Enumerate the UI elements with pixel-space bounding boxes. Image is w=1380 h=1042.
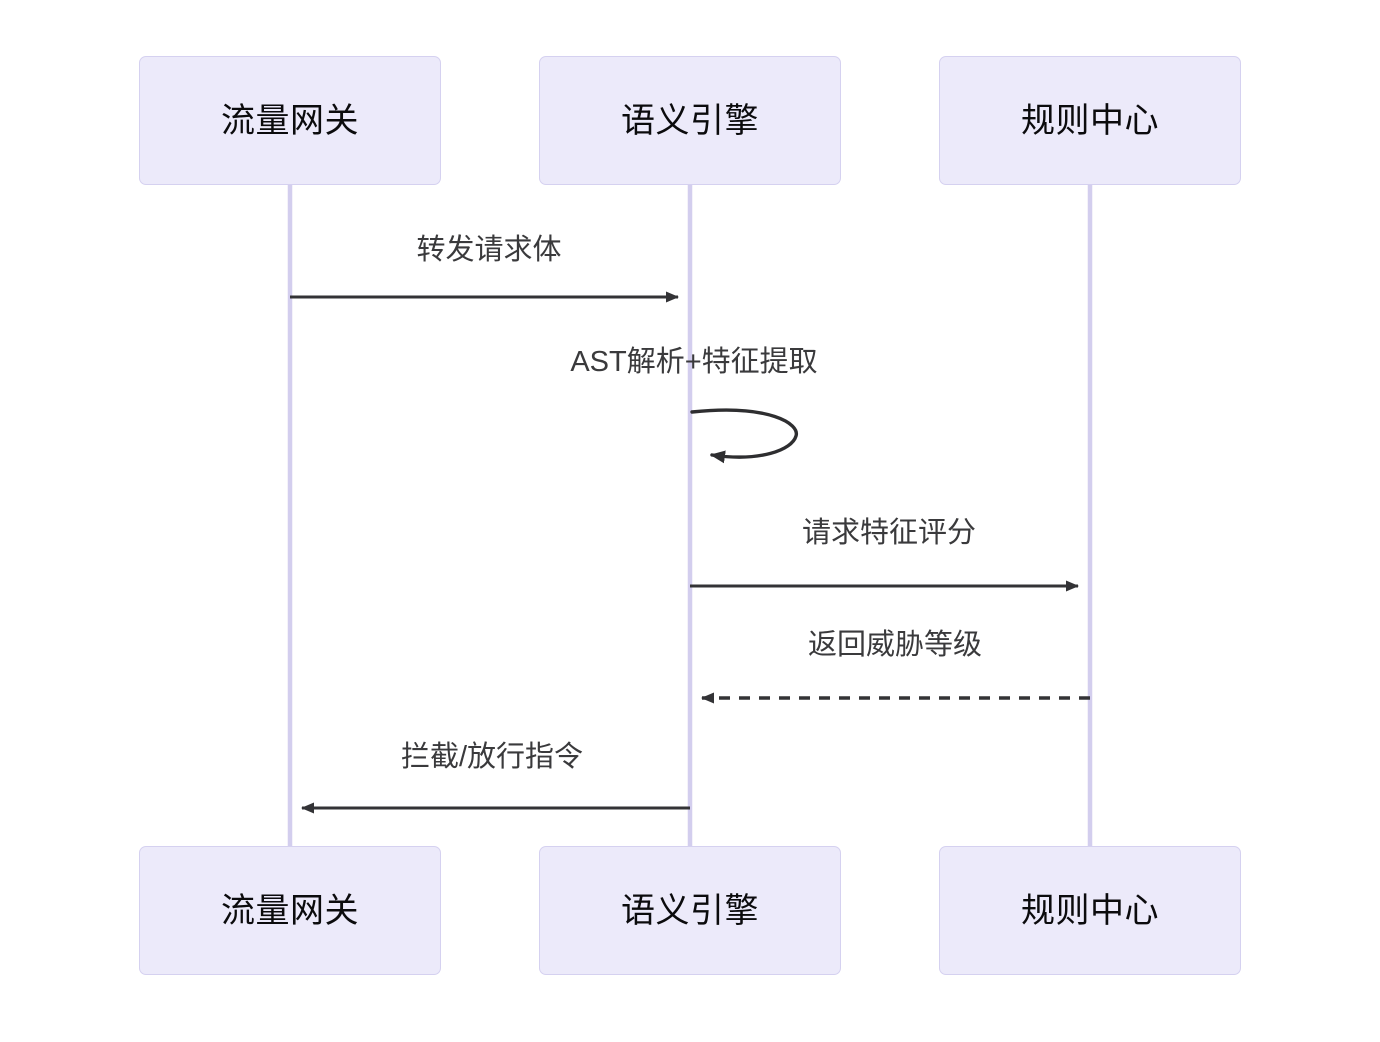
participant-label-engine-top: 语义引擎 (621, 101, 759, 140)
participant-box-gateway-top[interactable]: 流量网关 (139, 56, 441, 185)
participant-label-rules-top: 规则中心 (1021, 101, 1159, 140)
message-label-4: 返回威胁等级 (807, 629, 983, 661)
message-label-1: 转发请求体 (416, 234, 562, 266)
message-label-3: 请求特征评分 (801, 517, 977, 549)
participant-label-gateway-bottom: 流量网关 (221, 891, 359, 930)
participant-box-rules-top[interactable]: 规则中心 (939, 56, 1241, 185)
participant-box-rules-bottom[interactable]: 规则中心 (939, 846, 1241, 975)
participant-label-rules-bottom: 规则中心 (1021, 891, 1159, 930)
message-arrow-2-self-loop (690, 408, 798, 464)
participant-box-engine-top[interactable]: 语义引擎 (539, 56, 841, 185)
participant-box-engine-bottom[interactable]: 语义引擎 (539, 846, 841, 975)
participant-label-engine-bottom: 语义引擎 (621, 891, 759, 930)
participant-box-gateway-bottom[interactable]: 流量网关 (139, 846, 441, 975)
message-label-2: AST解析+特征提取 (570, 346, 818, 378)
participant-label-gateway-top: 流量网关 (221, 101, 359, 140)
message-label-5: 拦截/放行指令 (400, 741, 584, 773)
